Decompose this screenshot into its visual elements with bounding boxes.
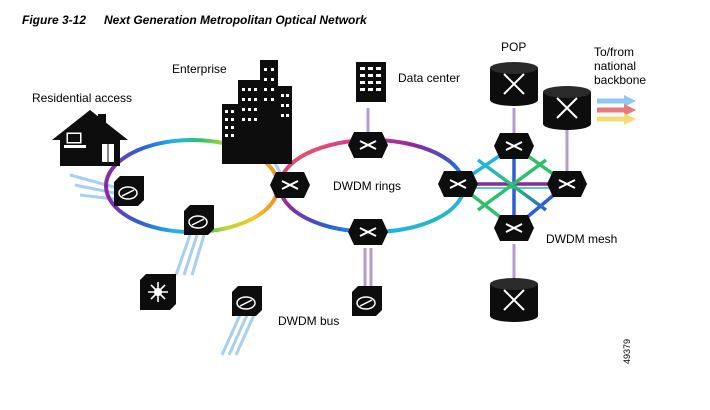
backbone-arrows bbox=[597, 95, 636, 125]
lower-ring-access-links bbox=[174, 234, 206, 276]
router-icon bbox=[494, 215, 534, 241]
label-data-center: Data center bbox=[398, 71, 460, 85]
building-icon bbox=[222, 60, 292, 164]
star-switch-icon bbox=[140, 274, 176, 310]
label-dwdm-rings: DWDM rings bbox=[333, 179, 401, 193]
adm-icon bbox=[184, 205, 214, 235]
label-backbone-line3: backbone bbox=[594, 73, 646, 87]
adm-icon bbox=[352, 286, 382, 316]
label-dwdm-bus: DWDM bus bbox=[278, 314, 339, 328]
house-icon bbox=[52, 110, 128, 166]
optical-switch-icon bbox=[490, 278, 538, 322]
figure-id-tag: 49379 bbox=[622, 339, 632, 364]
server-rack-icon bbox=[356, 62, 386, 102]
adm-icon bbox=[232, 286, 262, 316]
router-icon bbox=[348, 219, 388, 245]
router-icon bbox=[547, 171, 587, 197]
label-pop: POP bbox=[501, 40, 526, 54]
router-icon bbox=[270, 172, 310, 198]
adm-icon bbox=[114, 176, 144, 206]
router-icon bbox=[348, 132, 388, 158]
label-dwdm-mesh: DWDM mesh bbox=[546, 232, 617, 246]
router-icon bbox=[494, 133, 534, 159]
label-residential-access: Residential access bbox=[32, 91, 132, 105]
label-backbone-line2: national bbox=[594, 59, 636, 73]
router-icon bbox=[438, 171, 478, 197]
figure-number: Figure 3-12 bbox=[22, 13, 86, 27]
bus-access-links bbox=[220, 314, 256, 356]
arrow-icon bbox=[597, 95, 636, 107]
figure-title: Next Generation Metropolitan Optical Net… bbox=[104, 13, 368, 27]
optical-switch-icon bbox=[543, 86, 591, 130]
label-enterprise: Enterprise bbox=[172, 62, 227, 76]
arrow-icon bbox=[597, 104, 636, 116]
optical-switch-icon bbox=[490, 62, 538, 106]
connector-links bbox=[363, 108, 569, 290]
label-backbone-line1: To/from bbox=[594, 45, 634, 59]
arrow-icon bbox=[597, 113, 636, 125]
